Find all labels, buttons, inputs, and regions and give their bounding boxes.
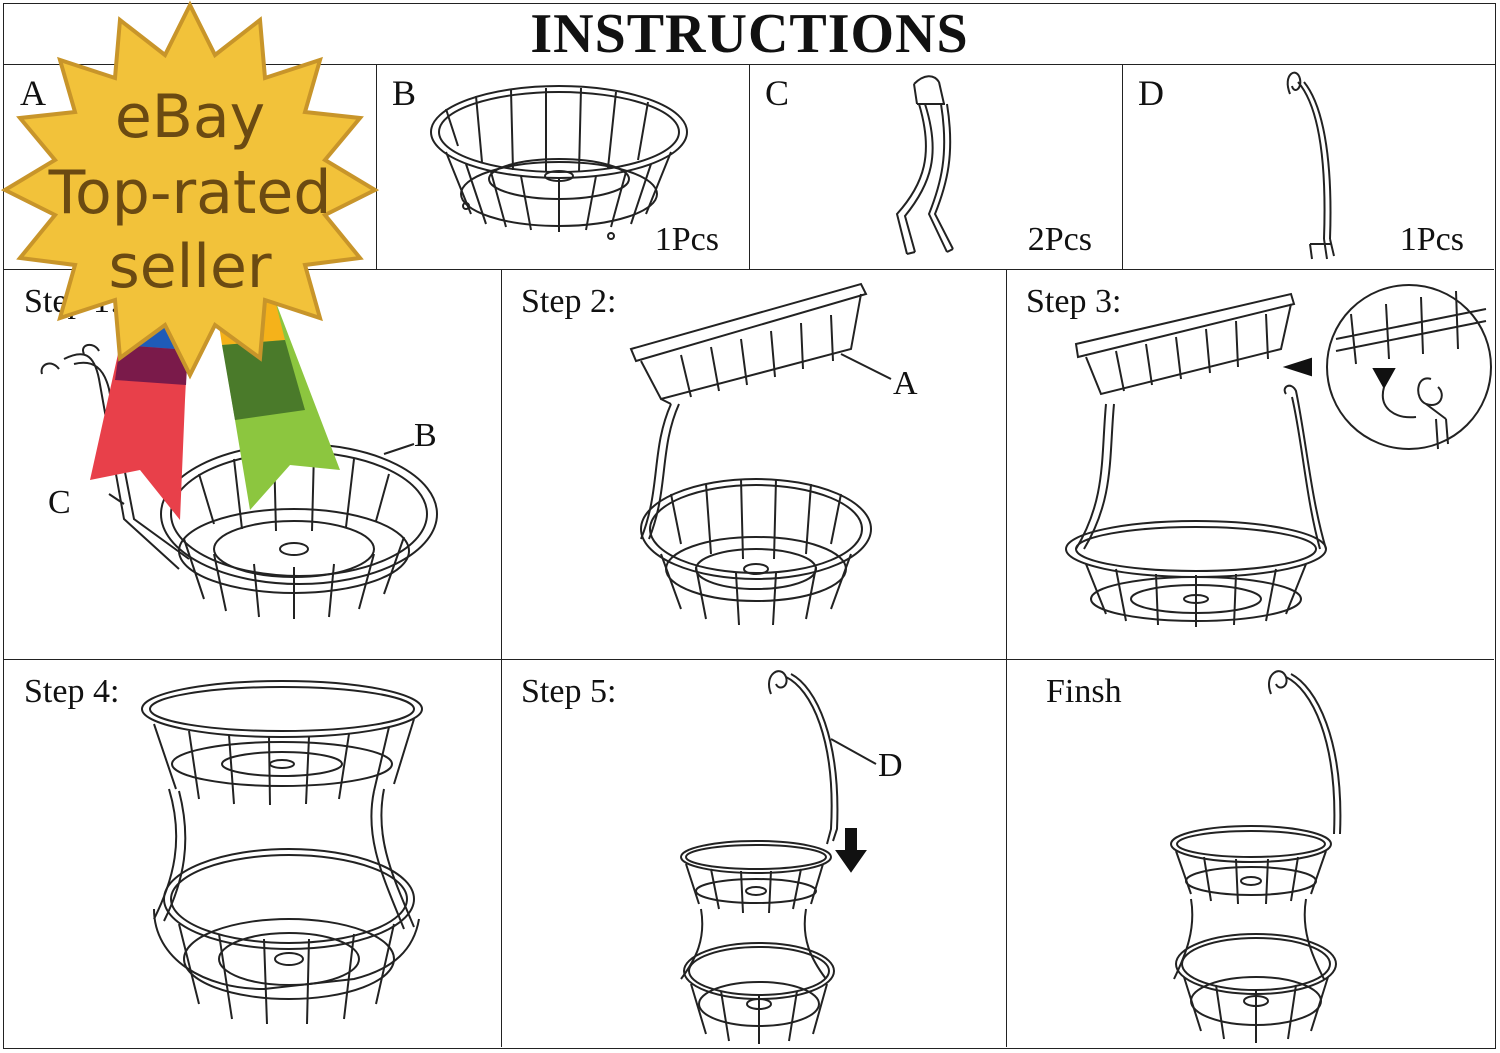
- part-quantity: 1Pcs: [654, 221, 719, 258]
- row-divider: [4, 269, 1494, 270]
- wire-basket-drawing: [430, 85, 688, 240]
- callout-label: D: [878, 747, 903, 784]
- banana-hook-drawing: [1286, 71, 1335, 260]
- row-divider: [4, 659, 1494, 660]
- seal-and-ribbons-icon: [0, 0, 380, 520]
- top-rated-seller-badge: eBay Top-rated seller: [0, 0, 380, 520]
- callout-label: A: [893, 365, 918, 402]
- col-divider: [749, 64, 750, 269]
- step-2-panel: Step 2: A: [501, 269, 1006, 659]
- part-quantity: 2Pcs: [1027, 221, 1092, 258]
- part-quantity: 1Pcs: [1399, 221, 1464, 258]
- step-4-panel: Step 4:: [4, 659, 501, 1047]
- part-letter: B: [392, 73, 417, 113]
- badge-brand: eBay: [114, 82, 266, 152]
- part-letter: C: [765, 73, 790, 113]
- part-a-cell: A: [4, 64, 376, 269]
- part-b-cell: B 1Pcs: [376, 64, 749, 269]
- callout-label: C: [48, 484, 71, 521]
- col-divider: [501, 269, 502, 1047]
- step-label: Step 5:: [521, 673, 617, 710]
- step-label: Step 2:: [521, 283, 617, 320]
- step-4-drawing: [141, 680, 423, 1025]
- callout-label: B: [414, 417, 437, 454]
- step-label: Step 3:: [1026, 283, 1122, 320]
- step-1-drawing: [40, 343, 438, 619]
- step-5-drawing: [680, 670, 877, 1044]
- step-label: Finsh: [1046, 673, 1122, 710]
- part-letter: A: [20, 73, 46, 113]
- finish-panel: Finsh: [1006, 659, 1494, 1047]
- instruction-sheet: INSTRUCTIONS A B 1Pcs C 2: [3, 3, 1496, 1049]
- step-3-panel: Step 3:: [1006, 269, 1494, 659]
- part-letter: D: [1138, 73, 1164, 113]
- col-divider: [376, 64, 377, 269]
- step-label: Step 4:: [24, 673, 120, 710]
- col-divider: [1006, 269, 1007, 1047]
- finish-drawing: [1170, 670, 1342, 1043]
- col-divider: [1122, 64, 1123, 269]
- step-3-drawing: [1065, 284, 1492, 627]
- step-2-drawing: [629, 282, 892, 626]
- step-5-panel: Step 5: D: [501, 659, 1006, 1047]
- badge-line: seller: [108, 232, 272, 302]
- part-d-cell: D 1Pcs: [1122, 64, 1494, 269]
- badge-line: Top-rated: [48, 158, 332, 228]
- side-frame-drawing: [895, 75, 954, 255]
- part-c-cell: C 2Pcs: [749, 64, 1122, 269]
